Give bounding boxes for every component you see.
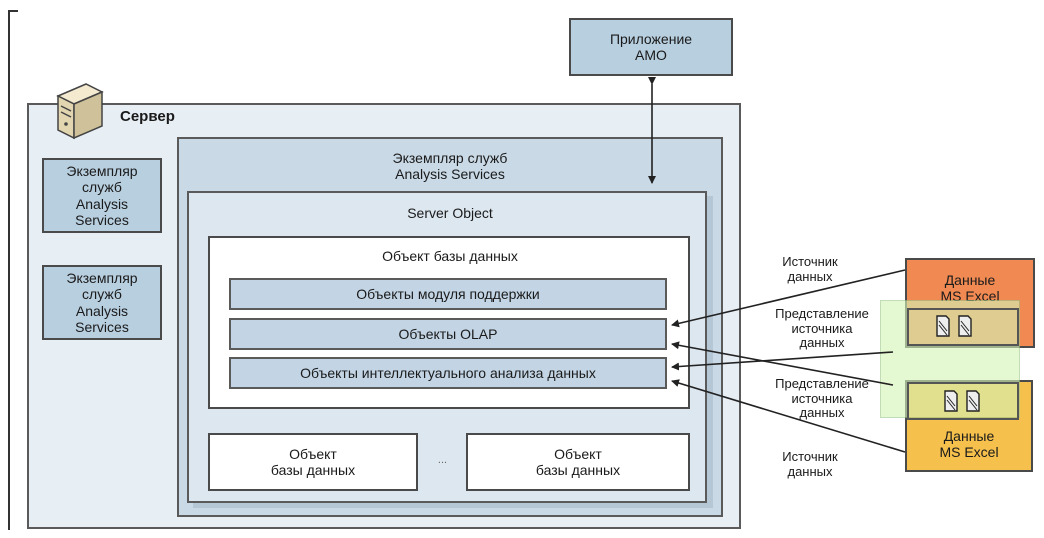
left-bracket: [8, 10, 18, 530]
document-icon: [936, 315, 950, 337]
server-object-label: Server Object: [407, 204, 493, 221]
side-instance-1-label: Экземпляр служб Analysis Services: [66, 163, 138, 228]
side-instance-2: Экземпляр служб Analysis Services: [42, 265, 162, 340]
server-label: Сервер: [120, 108, 175, 125]
ellipsis: ...: [437, 453, 448, 466]
database-object-small-1: Объект базы данных: [208, 433, 418, 491]
document-icon: [958, 315, 972, 337]
server-icon: [50, 80, 110, 142]
dsv-rect-1: [907, 308, 1019, 346]
connector-label-data-source-2: Источник данных: [782, 449, 838, 479]
data-mining-objects: Объекты интеллектуального анализа данных: [229, 357, 667, 389]
dsv-arrow-2: [671, 341, 894, 386]
data-source-arrow-1: [671, 269, 906, 328]
analysis-services-instance-label: Экземпляр служб Analysis Services: [392, 149, 508, 182]
dsv-arrow-1: [671, 351, 894, 371]
side-instance-2-label: Экземпляр служб Analysis Services: [66, 270, 138, 335]
database-object-small-2: Объект базы данных: [466, 433, 690, 491]
amo-application-box: Приложение АМО: [569, 18, 733, 76]
dsv-rect-2: [907, 382, 1019, 420]
olap-objects: Объекты OLAP: [229, 318, 667, 350]
data-source-arrow-2: [671, 379, 906, 453]
database-object-label: Объект базы данных: [382, 247, 518, 264]
support-module-objects: Объекты модуля поддержки: [229, 278, 667, 310]
document-icon: [944, 390, 958, 412]
connector-label-dsv-2: Представление источника данных: [775, 375, 869, 421]
connector-label-dsv-1: Представление источника данных: [775, 305, 869, 351]
document-icon: [966, 390, 980, 412]
side-instance-1: Экземпляр служб Analysis Services: [42, 158, 162, 233]
connector-label-data-source-1: Источник данных: [782, 254, 838, 284]
